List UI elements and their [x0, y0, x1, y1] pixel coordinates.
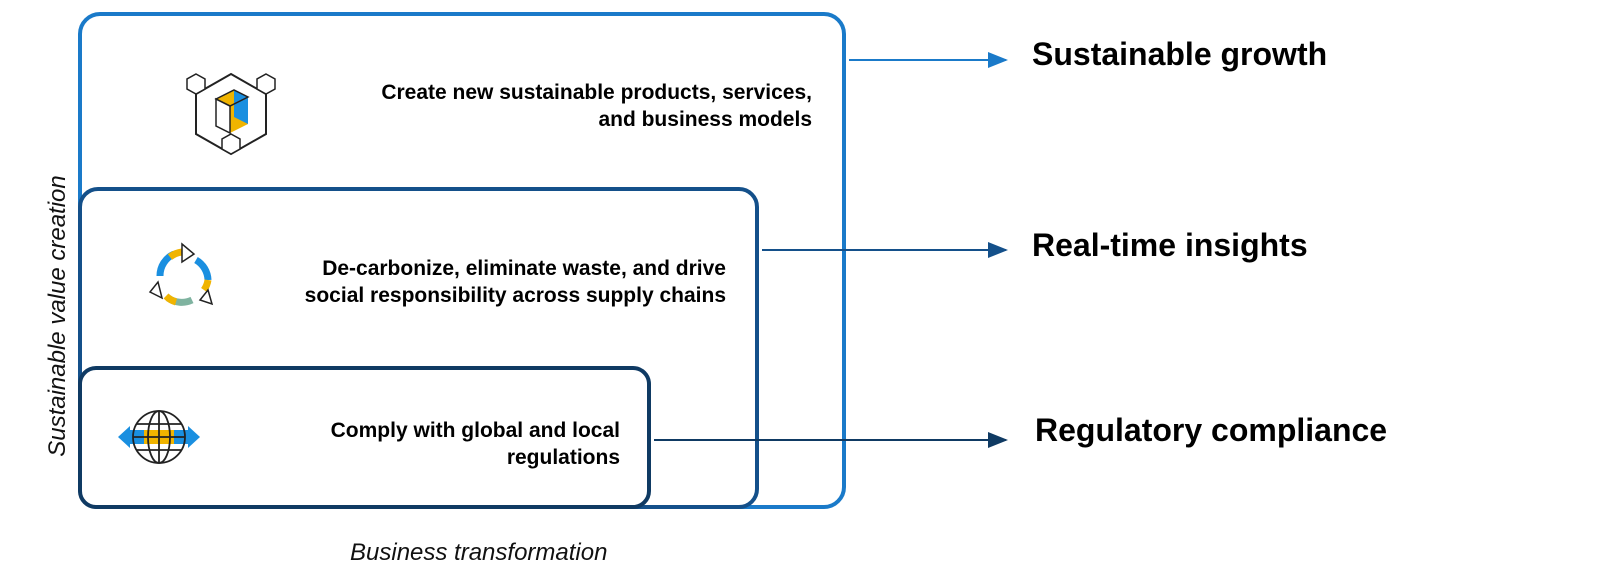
outcome-sustainable-growth: Sustainable growth [1032, 36, 1328, 72]
layer-3-description: Comply with global and local regulations [331, 417, 620, 471]
globe-arrows-icon [118, 410, 200, 464]
layer-3-description-line-2: regulations [506, 446, 620, 469]
layer-2-description: De-carbonize, eliminate waste, and drive… [305, 255, 726, 309]
horizontal-axis-label: Business transformation [350, 539, 608, 566]
layer-3-description-line-1: Comply with global and local [330, 419, 620, 442]
layer-1-description-line-2: and business models [598, 108, 812, 131]
recycle-arrows-icon [148, 242, 214, 306]
outcome-regulatory-compliance: Regulatory compliance [1035, 412, 1388, 448]
layer-1-description-line-1: Create new sustainable products, service… [381, 81, 812, 104]
hexagon-cube-icon [186, 72, 276, 156]
layer-2-description-line-1: De-carbonize, eliminate waste, and drive [322, 257, 726, 280]
vertical-axis-label: Sustainable value creation [44, 175, 71, 457]
layer-2-description-line-2: social responsibility across supply chai… [304, 284, 726, 307]
outcome-real-time-insights: Real-time insights [1032, 227, 1308, 263]
layer-1-description: Create new sustainable products, service… [381, 79, 812, 133]
